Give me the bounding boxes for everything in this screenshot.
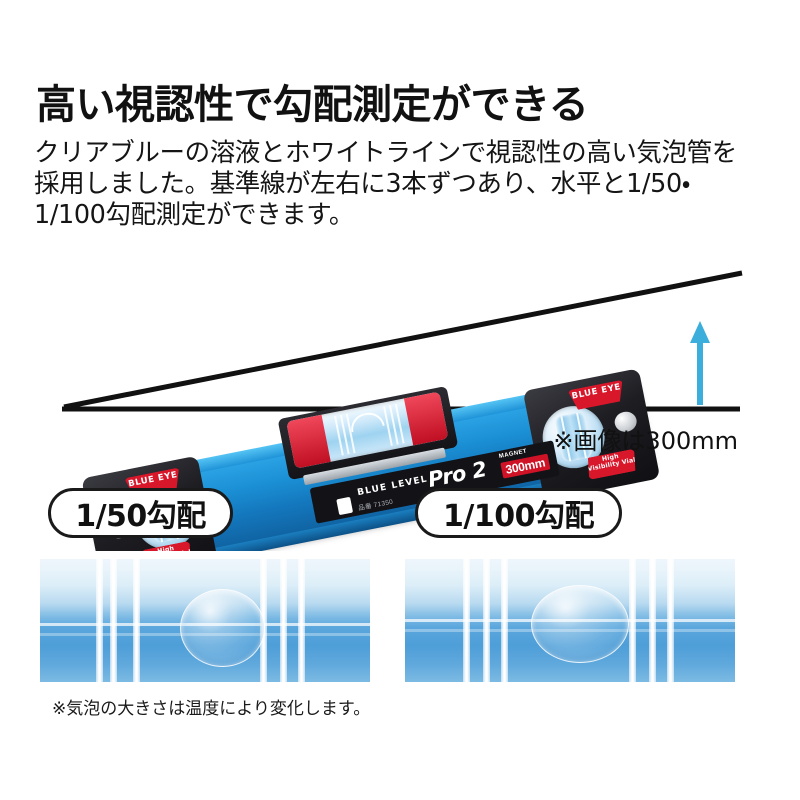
blue-eye-tag-right: BLUE EYE — [567, 380, 626, 411]
page-title: 高い視認性で勾配測定ができる — [36, 82, 589, 128]
section-label-1-100: 1/100勾配 — [415, 488, 622, 538]
vial-reference-line — [96, 551, 103, 682]
section-label-1-50: 1/50勾配 — [48, 488, 233, 538]
footnote-text: ※気泡の大きさは温度により変化します。 — [52, 699, 371, 719]
slope-line — [63, 270, 743, 410]
vial-reference-line — [298, 551, 305, 682]
vial-reference-line — [667, 551, 674, 682]
up-arrow-icon — [690, 321, 710, 405]
description-paragraph: クリアブルーの溶液とホワイトラインで視認性の高い気泡管を 採用しました。基準線が… — [34, 138, 776, 231]
vial-reference-line — [649, 551, 656, 682]
hero-caption-note: ※画像は300mm — [553, 427, 738, 455]
vial-top-edge — [405, 551, 735, 559]
vial-reference-line — [629, 551, 636, 682]
level-bubble — [531, 585, 629, 663]
vial-macro-photo-1-100 — [405, 551, 735, 682]
vial-top-edge — [40, 551, 370, 559]
description-line-1: クリアブルーの溶液とホワイトラインで視認性の高い気泡管を — [34, 138, 737, 168]
description-line-2: 採用しました。基準線が左右に3本ずつあり、水平と1/50・ — [34, 169, 691, 199]
level-bubble — [180, 589, 265, 667]
vial-macro-photo-1-50 — [40, 551, 370, 682]
vial-reference-line — [463, 551, 470, 682]
vial-reference-line — [483, 551, 490, 682]
vial-reference-line — [260, 551, 267, 682]
level-bubble — [348, 409, 385, 433]
vial-reference-line — [133, 551, 140, 682]
vial-reference-line — [501, 551, 508, 682]
description-line-3: 1/100勾配測定ができます。 — [34, 200, 354, 230]
hero-illustration: BLUE EYE High Visibility Vial BLUE EYE H… — [0, 225, 800, 589]
vial-reference-line — [110, 551, 117, 682]
brand-line: BLUE LEVEL — [356, 474, 429, 499]
manufacturer-logo-icon — [336, 496, 354, 516]
vial-reference-line — [280, 551, 287, 682]
